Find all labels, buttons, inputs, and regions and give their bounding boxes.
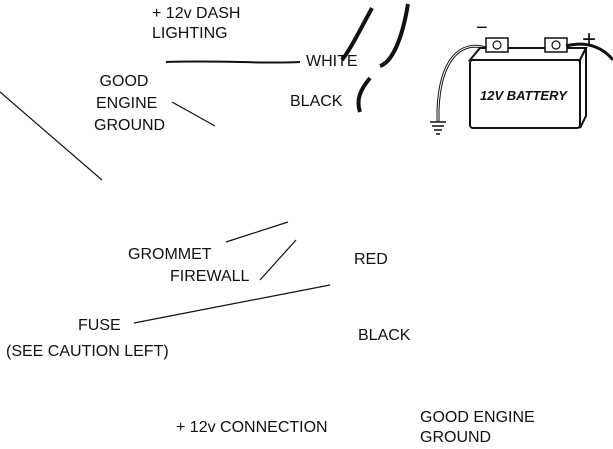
black-wire-label-bottom: BLACK bbox=[358, 327, 411, 344]
dash-lighting-label-line1: + 12v DASH bbox=[152, 5, 241, 22]
wire-top-right bbox=[379, 3, 410, 68]
battery-positive-cable bbox=[565, 42, 613, 61]
see-caution-label: (SEE CAUTION LEFT) bbox=[6, 343, 169, 360]
good-engine-ground-label-bottom-line2: GROUND bbox=[420, 429, 492, 446]
battery-label: 12V BATTERY bbox=[480, 88, 567, 103]
good-engine-ground-label-bottom-line1: GOOD ENGINE bbox=[420, 409, 535, 426]
ground-symbol bbox=[430, 121, 446, 135]
grommet-leader bbox=[225, 221, 289, 243]
battery-negative-cable-inner bbox=[437, 45, 487, 122]
fuse-label: FUSE bbox=[78, 317, 121, 334]
red-wire-label: RED bbox=[354, 251, 388, 268]
good-engine-ground-label-top-line3: GROUND bbox=[94, 117, 166, 134]
battery-minus-sign: − bbox=[476, 17, 488, 39]
dash-lighting-label-line2: LIGHTING bbox=[152, 25, 228, 42]
good-engine-ground-label-top-line1: GOOD bbox=[99, 73, 149, 90]
grommet-label: GROMMET bbox=[128, 246, 212, 263]
good-engine-ground-label-top-line2: ENGINE bbox=[96, 95, 158, 112]
battery-plus-sign: + bbox=[582, 26, 597, 53]
black-wire-label-top: BLACK bbox=[290, 93, 343, 110]
leader-line-left bbox=[0, 91, 103, 181]
firewall-leader bbox=[259, 239, 297, 281]
firewall-label: FIREWALL bbox=[170, 268, 250, 285]
ground-leader bbox=[171, 101, 216, 127]
fuse-leader bbox=[133, 284, 331, 324]
connection-12v-label: + 12v CONNECTION bbox=[176, 419, 328, 436]
white-wire bbox=[165, 60, 301, 64]
battery bbox=[467, 37, 588, 129]
white-wire-label: WHITE bbox=[306, 53, 358, 70]
wire-top-left bbox=[340, 7, 374, 62]
black-wire bbox=[356, 76, 372, 113]
